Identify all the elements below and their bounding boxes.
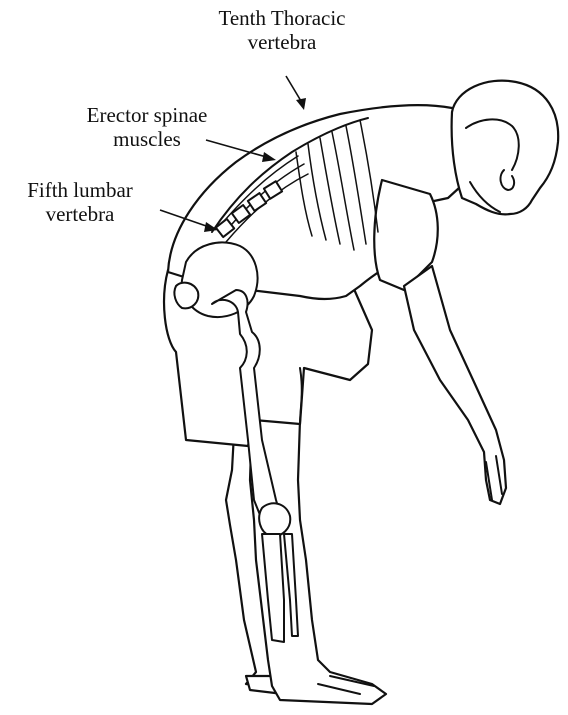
- arm: [404, 266, 506, 504]
- fifth-lumbar-label-line2: vertebra: [0, 202, 160, 226]
- tenth-thoracic-label-line2: vertebra: [186, 30, 378, 54]
- tenth-thoracic-arrowhead: [296, 98, 306, 110]
- erector-spinae-label: Erector spinae muscles: [62, 103, 232, 151]
- erector-spinae-label-line1: Erector spinae: [62, 103, 232, 127]
- fifth-lumbar-label-line1: Fifth lumbar: [0, 178, 160, 202]
- fifth-lumbar-label: Fifth lumbar vertebra: [0, 178, 160, 226]
- head: [452, 81, 559, 215]
- tenth-thoracic-label-line1: Tenth Thoracic: [186, 6, 378, 30]
- erector-spinae-label-line2: muscles: [62, 127, 232, 151]
- tenth-thoracic-label: Tenth Thoracic vertebra: [186, 6, 378, 54]
- hip-joint: [174, 283, 198, 309]
- knee-cap: [259, 503, 290, 536]
